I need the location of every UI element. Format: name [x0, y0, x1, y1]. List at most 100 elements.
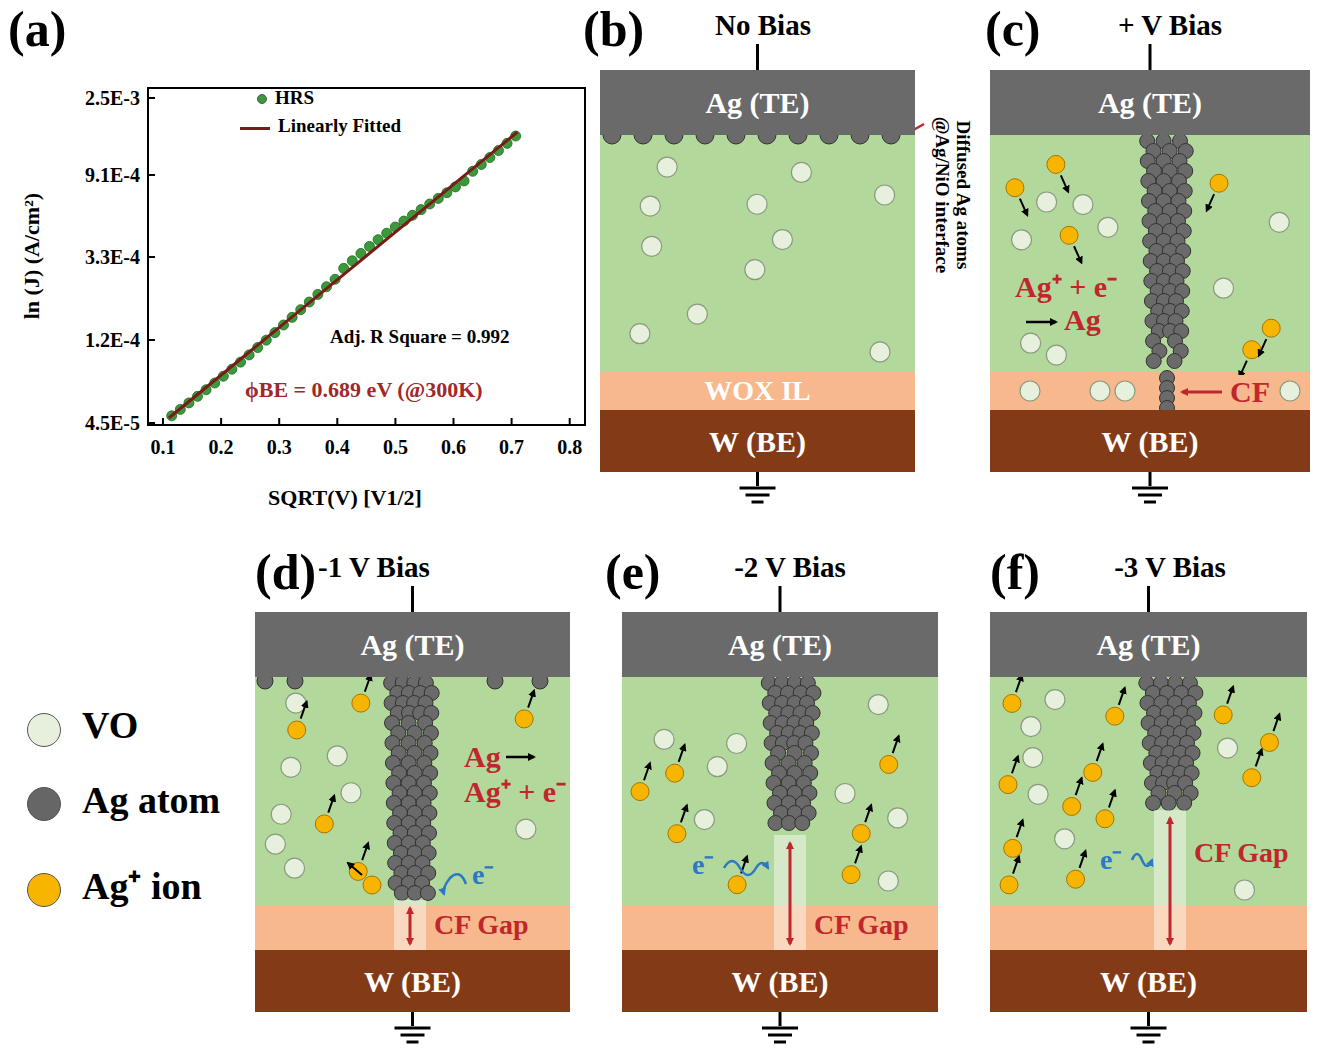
- electron-arrow: [724, 861, 768, 875]
- ion-arrow: [855, 846, 861, 863]
- ag-ion: [288, 721, 306, 739]
- gap-arrow: [789, 843, 792, 944]
- tick-label: 0.2: [209, 436, 234, 458]
- oxygen-vacancy: [707, 757, 727, 777]
- tick: [220, 418, 222, 425]
- mechanism-label: CF Gap: [432, 910, 531, 941]
- mechanism-label: Ag⁺ + e⁻: [462, 775, 568, 808]
- cf-pointer: [1182, 391, 1222, 394]
- ag-atom: [1161, 796, 1176, 811]
- layer-label: W (BE): [364, 965, 461, 998]
- ion-arrow: [1119, 688, 1125, 705]
- ag-ion: [842, 866, 860, 884]
- ag-atom: [1167, 354, 1182, 369]
- oxygen-vacancy: [745, 260, 765, 280]
- oxygen-vacancy: [1115, 381, 1135, 401]
- ground-symbol: [395, 1027, 431, 1030]
- bottom-electrode: W (BE): [255, 950, 570, 1012]
- ion-arrow: [1013, 857, 1019, 874]
- interlayer-band: WOX IL: [600, 372, 915, 410]
- tick-label: 0.6: [441, 436, 466, 458]
- gap-arrow: [1169, 818, 1172, 944]
- ag-ion: [515, 710, 533, 728]
- tick: [511, 418, 513, 425]
- layer-label: Ag (TE): [705, 86, 809, 119]
- oxygen-vacancy: [870, 342, 890, 362]
- tick-label: 4.5E-5: [85, 412, 140, 434]
- ag-ion: [1060, 226, 1078, 244]
- oxygen-vacancy: [791, 162, 811, 182]
- ion-arrow: [348, 863, 362, 875]
- oxygen-vacancy: [1214, 278, 1234, 298]
- switching-layer: [600, 135, 915, 372]
- ion-arrow: [1061, 175, 1068, 191]
- mechanism-label: CF Gap: [812, 910, 911, 941]
- legend-text: Linearly Fitted: [278, 116, 401, 137]
- switching-layer: [255, 677, 570, 905]
- ion-arrow: [301, 702, 307, 719]
- bottom-electrode: W (BE): [600, 410, 915, 472]
- oxygen-vacancy: [1269, 212, 1289, 232]
- ground-symbol: [1144, 501, 1156, 504]
- panel-title: No Bias: [715, 10, 811, 42]
- tick-label: 0.3: [267, 436, 292, 458]
- tick-label: 1.2E-4: [85, 329, 140, 351]
- ag-ion: [315, 815, 333, 833]
- legend-swatch: [257, 94, 267, 104]
- ground-symbol: [1138, 494, 1162, 497]
- panel-title: -1 V Bias: [318, 552, 430, 584]
- ag-ion: [1243, 769, 1261, 787]
- switching-layer: [990, 135, 1310, 372]
- layer-label: Ag (TE): [728, 628, 832, 661]
- mechanism-label: CF: [1228, 375, 1272, 408]
- ag-ion: [852, 824, 870, 842]
- annotation: Adj. R Square = 0.992: [330, 327, 509, 348]
- gap-arrow: [409, 908, 412, 944]
- layer-label: Ag (TE): [360, 628, 464, 661]
- legend-line: [240, 127, 270, 130]
- ion-arrow: [893, 736, 899, 753]
- top-electrode: Ag (TE): [622, 612, 938, 677]
- mechanism-label: Ag: [1062, 303, 1103, 336]
- oxygen-vacancy: [868, 695, 888, 715]
- ag-ion: [352, 694, 370, 712]
- tick-label: 2.5E-3: [85, 87, 140, 109]
- oxygen-vacancy: [1055, 829, 1075, 849]
- oxygen-vacancy: [835, 783, 855, 803]
- oxygen-vacancy: [878, 871, 898, 891]
- panel-title: + V Bias: [1118, 10, 1222, 42]
- legend-swatch: [27, 787, 61, 821]
- ion-arrow: [865, 805, 871, 822]
- oxygen-vacancy: [1021, 717, 1041, 737]
- layer-label: W (BE): [1102, 425, 1199, 458]
- oxygen-vacancy: [747, 194, 767, 214]
- ag-atom: [768, 816, 783, 831]
- legend-swatch: [27, 873, 61, 907]
- electron-arrow: [1132, 854, 1152, 866]
- ion-arrow: [1017, 820, 1023, 837]
- oxygen-vacancy: [1280, 381, 1300, 401]
- ion-arrow: [1097, 744, 1103, 761]
- oxygen-vacancy: [1037, 192, 1057, 212]
- ground-symbol: [762, 1027, 798, 1030]
- oxygen-vacancy: [341, 783, 361, 803]
- ground-symbol: [1147, 1012, 1150, 1026]
- ag-ion: [666, 764, 684, 782]
- layer-label: W (BE): [1100, 965, 1197, 998]
- tick-label: 9.1E-4: [85, 164, 140, 186]
- ion-arrow: [1012, 756, 1018, 773]
- layer-label: WOX IL: [704, 376, 811, 407]
- ground-symbol: [740, 487, 776, 490]
- ground-symbol: [756, 472, 759, 486]
- oxygen-vacancy: [327, 746, 347, 766]
- ion-arrow: [1259, 339, 1266, 355]
- ag-ion: [1262, 319, 1280, 337]
- tick: [162, 418, 164, 425]
- ag-ion: [1004, 839, 1022, 857]
- panel-title: (d): [255, 545, 316, 600]
- ion-arrow: [679, 745, 685, 762]
- ion-arrow: [1109, 790, 1115, 807]
- oxygen-vacancy: [1046, 345, 1066, 365]
- terminal-stem: [756, 44, 759, 70]
- ag-ion: [1243, 341, 1261, 359]
